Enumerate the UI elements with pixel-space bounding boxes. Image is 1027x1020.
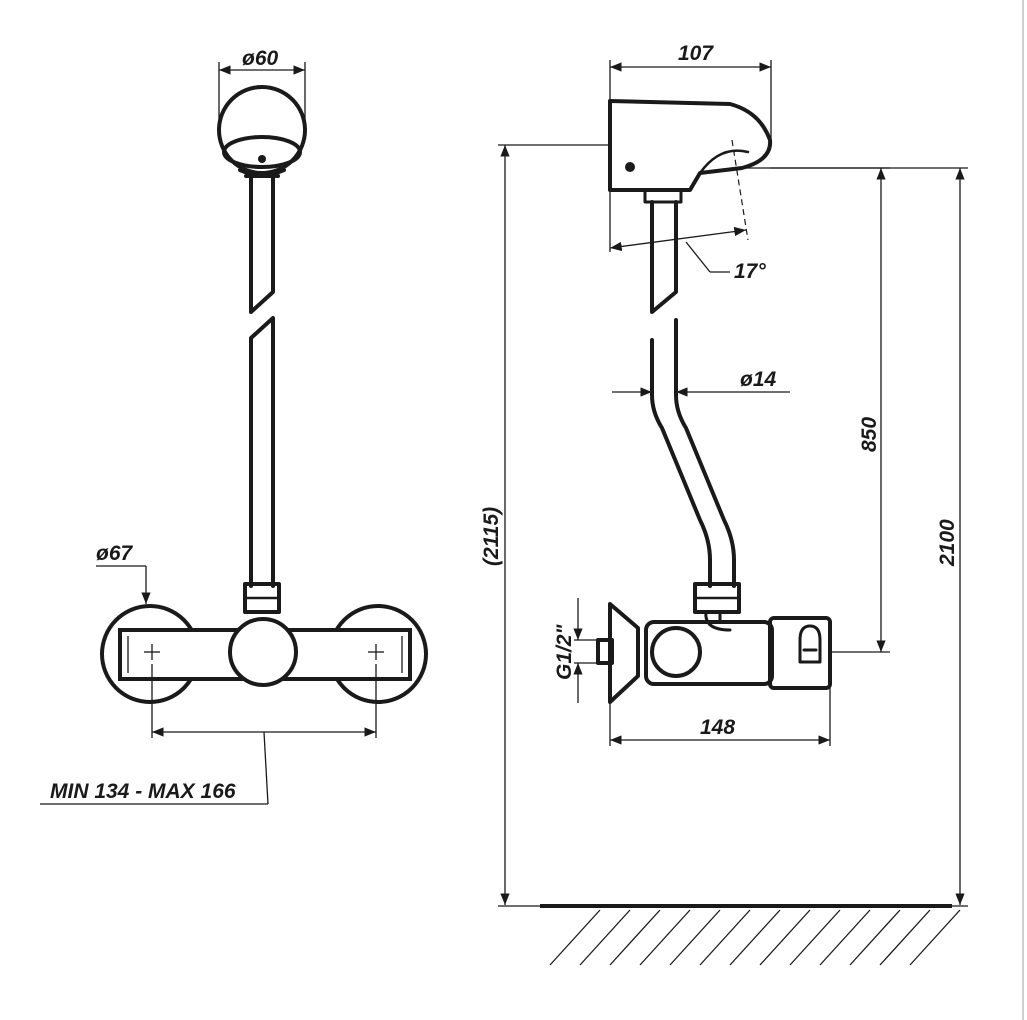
side-pipe-lower [650, 338, 712, 588]
floor-hatch-line [759, 909, 811, 966]
mixer-to-head-label: 850 [858, 417, 881, 452]
floor-hatch-line [789, 909, 841, 966]
side-view: 17° ø14 G1/2" [480, 42, 968, 966]
floor-hatch-line [699, 909, 751, 966]
head-depth-label: 107 [678, 42, 714, 65]
thread-label: G1/2" [553, 623, 576, 680]
floor-hatch-line [579, 909, 631, 966]
mixer-body-side [596, 602, 832, 704]
floor-hatch-line [819, 909, 871, 966]
side-pipe-upper [650, 200, 678, 314]
floor-hatch-line [729, 909, 781, 966]
front-view: ø60 ø67 MIN 134 - MAX 166 [40, 47, 428, 805]
floor-hatch-line [669, 909, 721, 966]
spray-angle-label: 17° [734, 260, 766, 283]
total-height-label: 2100 [936, 519, 959, 567]
floor-hatch-line [609, 909, 661, 966]
head-diameter-label: ø60 [242, 47, 279, 70]
floor [498, 904, 968, 966]
side-pipe-nut [693, 582, 741, 614]
front-pipe-upper [249, 176, 275, 314]
mixer-diameter-label: ø67 [96, 542, 134, 565]
floor-hatch-line [879, 909, 931, 966]
mixer-control-front [228, 617, 298, 687]
outlet-height-label: (2115) [480, 507, 503, 566]
front-shower-head [217, 85, 307, 178]
front-pipe-nut [243, 582, 281, 614]
front-pipe-lower [249, 316, 275, 588]
side-shower-head [608, 99, 773, 204]
floor-hatch-line [639, 909, 691, 966]
floor-hatch-line [549, 909, 601, 966]
mixer-depth-label: 148 [700, 716, 735, 739]
pipe-diameter-label: ø14 [740, 368, 777, 391]
centres-label: MIN 134 - MAX 166 [50, 780, 236, 803]
floor-hatch-line [849, 909, 901, 966]
floor-hatch-line [909, 909, 961, 966]
